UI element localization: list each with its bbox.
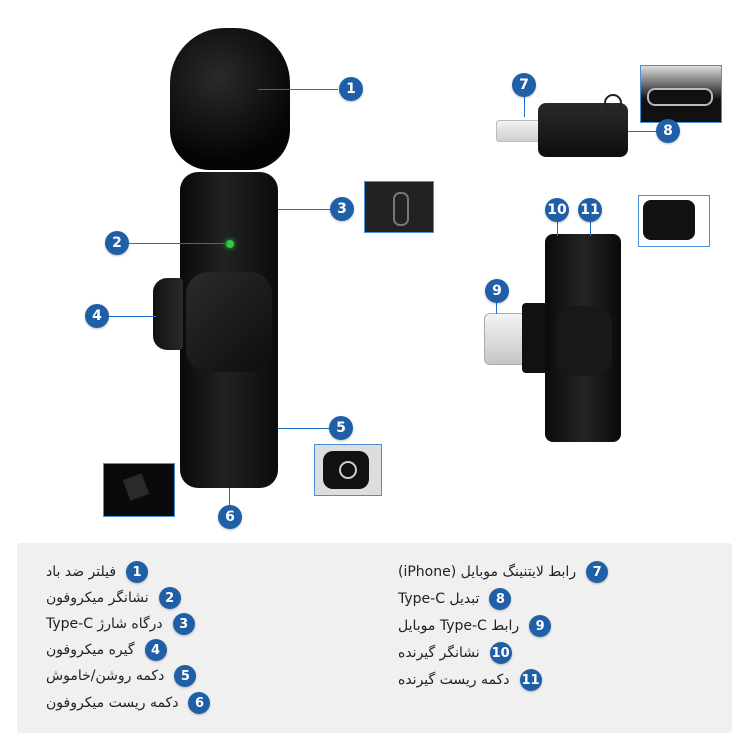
legend-label-8: تبدیل Type-C [398, 591, 480, 607]
legend-label-1: فیلتر ضد باد [46, 564, 117, 580]
legend-badge-4: 4 [144, 639, 167, 661]
legend-item-8: 8 تبدیل Type-C [398, 588, 512, 610]
legend-item-9: 9 رابط Type-C موبایل [398, 615, 552, 637]
leader-line-8 [628, 131, 658, 132]
inset-mic-reset [103, 463, 175, 517]
legend-item-7: 7 رابط لایتنینگ موبایل (iPhone) [398, 561, 609, 583]
legend-badge-3: 3 [172, 613, 195, 635]
callout-badge-3: 3 [330, 197, 354, 221]
microphone-indicator-led [226, 240, 234, 248]
receiver-typec-plug [484, 313, 526, 365]
callout-badge-5: 5 [329, 416, 353, 440]
legend-label-10: نشانگر گیرنده [398, 645, 480, 661]
leader-line-10 [557, 222, 558, 236]
legend-item-5: 5 دکمه روشن/خاموش [46, 665, 197, 687]
lightning-connector [496, 120, 540, 142]
legend-label-5: دکمه روشن/خاموش [46, 668, 165, 684]
callout-badge-8: 8 [656, 119, 680, 143]
legend-badge-11: 11 [519, 669, 542, 691]
legend-badge-9: 9 [529, 615, 552, 637]
legend-item-10: 10 نشانگر گیرنده [398, 642, 512, 664]
legend-badge-8: 8 [489, 588, 512, 610]
windscreen-filter [170, 28, 290, 170]
legend-badge-2: 2 [158, 587, 181, 609]
callout-badge-2: 2 [105, 231, 129, 255]
legend-badge-5: 5 [174, 665, 197, 687]
legend-label-7: رابط لایتنینگ موبایل (iPhone) [398, 564, 577, 580]
callout-badge-11: 11 [578, 198, 602, 222]
leader-line-7 [524, 97, 525, 117]
typec-converter-body [538, 103, 628, 157]
callout-badge-10: 10 [545, 198, 569, 222]
leader-line-3 [278, 209, 333, 210]
callout-badge-4: 4 [85, 304, 109, 328]
legend-item-3: 3 درگاه شارژ Type-C [46, 613, 195, 635]
legend-item-1: 1 فیلتر ضد باد [46, 561, 149, 583]
legend-item-11: 11 دکمه ریست گیرنده [398, 669, 542, 691]
legend-label-6: دکمه ریست میکروفون [46, 695, 179, 711]
legend-item-6: 6 دکمه ریست میکروفون [46, 692, 211, 714]
legend-item-4: 4 گیره میکروفون [46, 639, 167, 661]
leader-line-2 [128, 243, 228, 244]
inset-power-button [314, 444, 382, 496]
callout-badge-6: 6 [218, 505, 242, 529]
legend-badge-7: 7 [586, 561, 609, 583]
legend-badge-6: 6 [188, 692, 211, 714]
callout-badge-1: 1 [339, 77, 363, 101]
callout-badge-9: 9 [485, 279, 509, 303]
inset-charging-port [364, 181, 434, 233]
inset-typec-socket [640, 65, 722, 123]
legend-label-3: درگاه شارژ Type-C [46, 616, 163, 632]
leader-line-4 [108, 316, 156, 317]
microphone-front-pad [186, 272, 272, 372]
legend-label-9: رابط Type-C موبایل [398, 618, 520, 634]
legend-label-4: گیره میکروفون [46, 642, 135, 658]
legend-label-2: نشانگر میکروفون [46, 590, 149, 606]
legend-badge-10: 10 [489, 642, 512, 664]
legend-item-2: 2 نشانگر میکروفون [46, 587, 181, 609]
microphone-clip [153, 278, 183, 350]
legend-badge-1: 1 [126, 561, 149, 583]
legend-label-11: دکمه ریست گیرنده [398, 672, 510, 688]
leader-line-5 [278, 428, 330, 429]
leader-line-6 [229, 488, 230, 506]
leader-line-1 [258, 89, 338, 90]
inset-receiver-reset [638, 195, 710, 247]
leader-line-9 [496, 300, 497, 314]
callout-badge-7: 7 [512, 73, 536, 97]
leader-line-11 [590, 222, 591, 236]
